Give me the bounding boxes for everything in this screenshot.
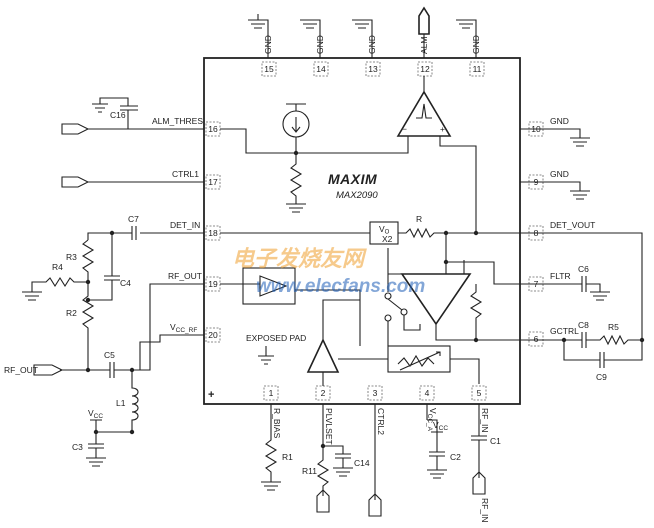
pin-name-20: VCC_RF — [170, 322, 197, 334]
label-c1: C1 — [490, 436, 501, 446]
label-c14: C14 — [354, 458, 370, 468]
pin-box-6 — [528, 331, 544, 347]
comparator-icon — [396, 90, 452, 137]
label-c6: C6 — [578, 264, 589, 274]
pin-num-5: 5 — [477, 388, 482, 398]
maxim-logo: MAXIM — [328, 171, 377, 187]
pin-name-4: VCC_A — [426, 408, 438, 432]
watermark-cn: 电子发烧友网 — [232, 246, 367, 271]
pin-name-19: RF_OUT — [168, 271, 202, 281]
pin-box-1 — [263, 385, 279, 401]
pin-num-20: 20 — [208, 330, 218, 340]
label-c16: C16 — [110, 110, 126, 120]
pin-num-6: 6 — [534, 334, 539, 344]
pin-name-7: FLTR — [550, 271, 571, 281]
pin-num-17: 17 — [208, 177, 218, 187]
pin-num-1: 1 — [269, 388, 274, 398]
label-r5: R5 — [608, 322, 619, 332]
pin-box-12 — [417, 61, 433, 77]
rf-in-external-label: RF_IN — [480, 498, 490, 523]
label-r4: R4 — [52, 262, 63, 272]
label-r-internal: R — [416, 214, 422, 224]
label-r2: R2 — [66, 308, 77, 318]
pin-num-15: 15 — [264, 64, 274, 74]
pin-num-2: 2 — [321, 388, 326, 398]
part-number: MAX2090 — [336, 190, 378, 201]
pin-box-5 — [471, 385, 487, 401]
plus-mark: + — [208, 389, 214, 401]
pin-name-10: GND — [550, 116, 569, 126]
pin-box-3 — [367, 385, 383, 401]
top-pins: 15 14 13 12 11 GND GND GND ALM GND — [248, 6, 485, 77]
pin-box-4 — [419, 385, 435, 401]
pin-name-5: RF_IN — [480, 408, 490, 433]
pin-box-13 — [365, 61, 381, 77]
pin-box-15 — [261, 61, 277, 77]
pin-box-17 — [205, 174, 221, 190]
label-c4: C4 — [120, 278, 131, 288]
label-c9: C9 — [596, 372, 607, 382]
vcc-label-left: VCC — [88, 408, 103, 420]
pin-name-3: CTRL2 — [376, 408, 386, 435]
pin-num-18: 18 — [208, 228, 218, 238]
left-pins: 16 17 18 19 20 ALM_THRES CTRL1 DET_IN RF… — [4, 97, 221, 467]
label-r3: R3 — [66, 252, 77, 262]
pin-name-13: GND — [367, 35, 377, 54]
pin-name-1: R_BIAS — [272, 408, 282, 439]
pin-name-9: GND — [550, 169, 569, 179]
pin-name-2: PLVLSET — [324, 408, 334, 445]
pin-name-11: GND — [471, 35, 481, 54]
vcc-label-bottom: VCC — [433, 420, 448, 432]
pin-num-14: 14 — [316, 64, 326, 74]
watermark-url: www.elecfans.com — [256, 276, 425, 297]
bottom-pins: 1 2 3 4 5 R_BIAS PLVLSET CTRL2 VCC_A RF_… — [261, 385, 501, 523]
pin-box-11 — [469, 61, 485, 77]
pin-num-19: 19 — [208, 279, 218, 289]
label-l1: L1 — [116, 398, 126, 408]
ic-body — [203, 57, 521, 405]
label-c8: C8 — [578, 320, 589, 330]
label-c5: C5 — [104, 350, 115, 360]
vo-label: VO — [379, 224, 390, 236]
pin-name-6: GCTRL — [550, 326, 579, 336]
watermark: 电子发烧友网 www.elecfans.com — [232, 246, 425, 297]
pin-num-4: 4 — [425, 388, 430, 398]
pin-name-17: CTRL1 — [172, 169, 199, 179]
rf-out-external-label: RF_OUT — [4, 365, 38, 375]
comparator-plus: + — [440, 124, 445, 134]
pin-name-16: ALM_THRES — [152, 116, 203, 126]
label-c2: C2 — [450, 452, 461, 462]
pin-name-8: DET_VOUT — [550, 220, 595, 230]
comparator-minus: − — [402, 124, 407, 134]
pin-num-16: 16 — [208, 124, 218, 134]
label-c3: C3 — [72, 442, 83, 452]
x2-label: X2 — [382, 234, 393, 244]
pin-name-18: DET_IN — [170, 220, 200, 230]
internal-circuit: − + MAXIM MAX2090 VO X2 R — [208, 76, 520, 401]
pin-num-11: 11 — [473, 64, 482, 74]
right-pins: 10 9 8 7 6 GND GND DET_VOUT FLTR GCTRL C… — [520, 116, 645, 382]
label-c7: C7 — [128, 214, 139, 224]
exposed-pad-label: EXPOSED PAD — [246, 333, 306, 343]
label-r11: R11 — [302, 466, 317, 476]
pin-box-14 — [313, 61, 329, 77]
pin-name-14: GND — [315, 35, 325, 54]
pin-num-3: 3 — [373, 388, 378, 398]
label-r1: R1 — [282, 452, 293, 462]
pin-name-15: GND — [263, 35, 273, 54]
pin-num-12: 12 — [420, 64, 430, 74]
pin-num-13: 13 — [368, 64, 378, 74]
pin-box-20 — [205, 327, 221, 343]
pin-name-12: ALM — [419, 37, 429, 54]
